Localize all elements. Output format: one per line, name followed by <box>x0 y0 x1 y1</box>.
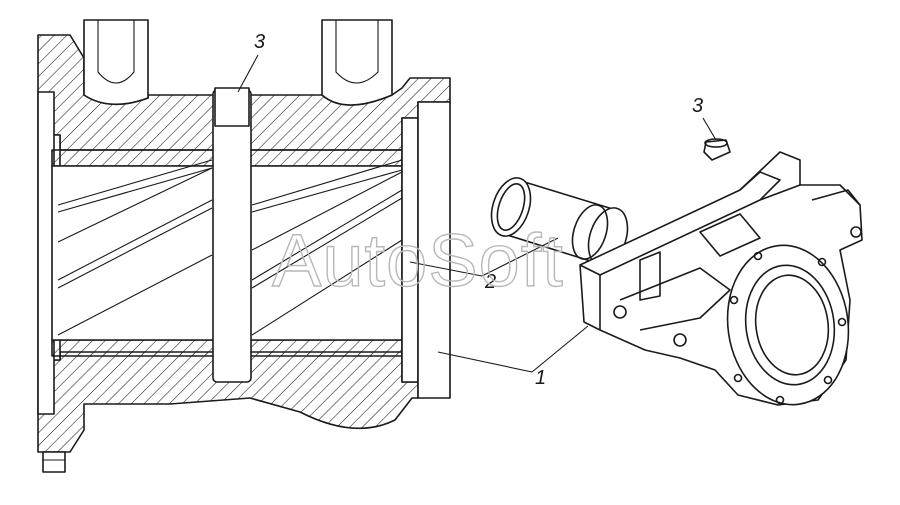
end-cover <box>417 101 451 399</box>
pin-head <box>214 87 250 127</box>
callout-bushing: 2 <box>484 271 496 293</box>
flange-bolt-holes <box>729 251 847 405</box>
spiral-grooves <box>57 159 403 336</box>
plug-part <box>703 138 731 161</box>
mount-lug-left <box>83 19 149 106</box>
mount-lug-right <box>321 19 393 106</box>
bracket-cross-section <box>37 19 451 473</box>
watermark: AutoSoft <box>272 219 564 302</box>
callout-housing: 1 <box>535 367 546 389</box>
housing <box>579 151 863 406</box>
housing-flange <box>726 244 850 406</box>
leader-lines <box>237 54 717 373</box>
callout-plug-right: 3 <box>692 95 703 117</box>
center-pin <box>212 89 252 383</box>
drain-plug <box>42 451 66 473</box>
bushing-rim-left <box>490 177 532 237</box>
callout-plug-top: 3 <box>254 31 265 53</box>
